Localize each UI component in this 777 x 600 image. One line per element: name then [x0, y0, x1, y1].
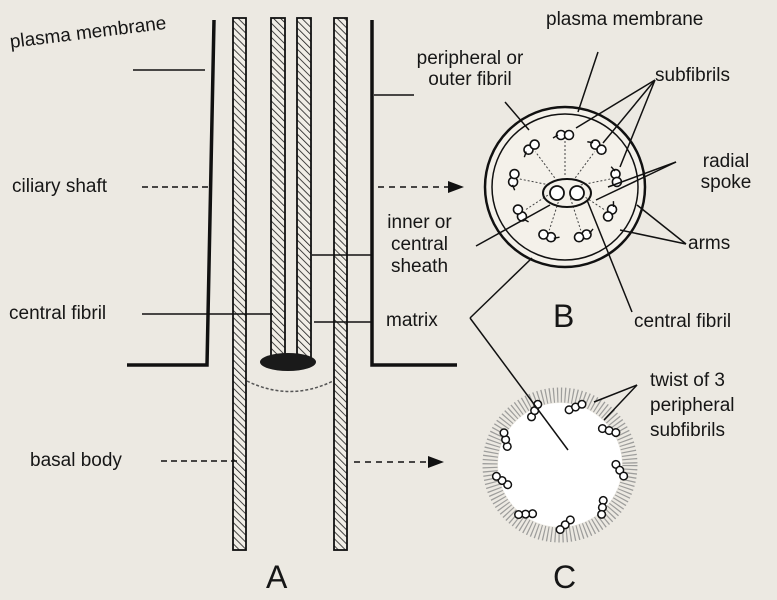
panel-letter-c: C: [553, 560, 576, 594]
central-tubule-right: [570, 186, 584, 200]
label-peripheral-fibril: peripheral or outer fibril: [400, 48, 540, 90]
panel-b-drawing: [485, 107, 645, 267]
label-ciliary-shaft: ciliary shaft: [12, 177, 107, 197]
subfibril-b: [597, 145, 606, 154]
triplet-subfibril: [500, 429, 508, 437]
label-twist: twist of 3 peripheral subfibrils: [650, 368, 770, 443]
leader-twist: [594, 385, 637, 402]
label-inner-sheath: inner or central sheath: [372, 212, 467, 278]
label-central-fibril-a: central fibril: [9, 304, 106, 324]
subfibril-b: [565, 131, 574, 140]
triplet-subfibril: [578, 400, 586, 408]
arrowhead-basal-to-c: [428, 456, 444, 468]
label-plasma-membrane-b: plasma membrane: [546, 10, 703, 30]
peripheral-fibril-right: [334, 18, 347, 550]
central-fibril-left: [271, 18, 285, 358]
leader-subfibrils-1: [576, 80, 655, 128]
label-central-fibril-b: central fibril: [634, 312, 731, 332]
plasma-membrane-ring-outer: [485, 107, 645, 267]
subfibril-b: [510, 170, 519, 179]
leader-subfibrils-2: [603, 80, 655, 143]
basal-granule: [260, 353, 316, 371]
leader-plasma-membrane-b: [578, 52, 598, 112]
triplet-subfibril: [534, 401, 542, 409]
central-fibril-right: [297, 18, 311, 358]
subfibril-b: [575, 233, 584, 242]
leader-twist-2: [604, 385, 637, 420]
label-basal-body: basal body: [30, 451, 122, 471]
triplet-subfibril: [620, 472, 628, 480]
label-radial-spoke: radial spoke: [686, 151, 766, 193]
triplet-subfibril: [612, 429, 620, 437]
panel-a-drawing: [127, 18, 457, 550]
triplet-subfibril: [556, 526, 564, 534]
label-subfibrils: subfibrils: [655, 66, 730, 86]
panel-letter-b: B: [553, 299, 574, 333]
subfibril-b: [530, 140, 539, 149]
basal-plate: [247, 381, 333, 392]
label-arms: arms: [688, 234, 730, 254]
label-matrix: matrix: [386, 311, 438, 331]
triplet-subfibril: [598, 511, 606, 519]
dynein-arm: [587, 142, 593, 143]
subfibril-b: [539, 230, 548, 239]
peripheral-fibril-left: [233, 18, 246, 550]
leader-matrix-b: [470, 258, 532, 318]
triplet-subfibril: [493, 473, 501, 481]
central-tubule-left: [550, 186, 564, 200]
triplet-subfibril: [515, 511, 523, 519]
panel-c-drawing: [490, 395, 630, 535]
panel-letter-a: A: [266, 560, 287, 594]
arrowhead-shaft-to-b: [448, 181, 464, 193]
subfibril-b: [513, 205, 522, 214]
subfibril-b: [604, 212, 613, 221]
